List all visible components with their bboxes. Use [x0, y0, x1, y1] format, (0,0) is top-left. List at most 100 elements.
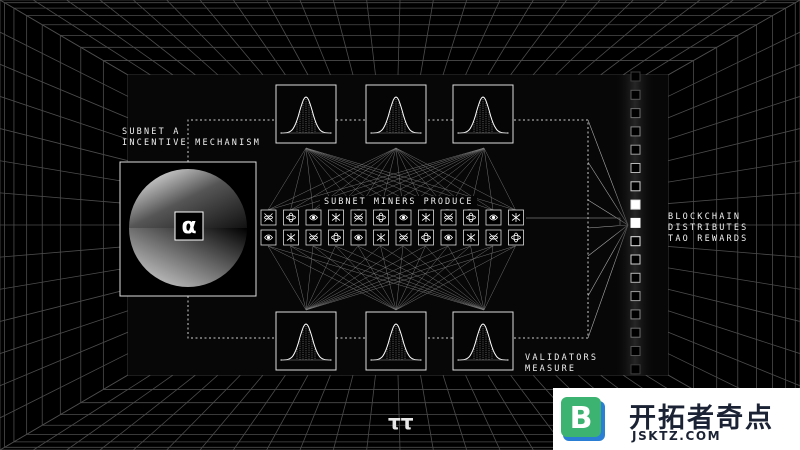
miner-output-tile	[283, 209, 299, 226]
output-pattern-icon	[264, 234, 274, 241]
miner-output-tile	[305, 229, 322, 246]
output-pattern-icon	[421, 213, 431, 222]
validator-box-bottom-1	[275, 311, 337, 371]
chain-label-line-1: BLOCKCHAIN	[668, 212, 742, 222]
validator-box-frame	[452, 84, 514, 144]
output-pattern-icon	[399, 233, 408, 242]
block-square-icon	[630, 126, 641, 137]
output-pattern-icon	[421, 232, 431, 243]
miner-output-tile	[418, 229, 434, 246]
miner-output-tile	[283, 229, 299, 246]
validators-label-line-1: VALIDATORS	[525, 353, 599, 363]
miner-output-tile	[395, 209, 412, 226]
block-square-icon	[630, 254, 641, 265]
watermark-badge-letter: B	[570, 401, 593, 436]
output-pattern-icon	[466, 233, 476, 242]
alpha-badge	[174, 211, 204, 241]
output-pattern-icon	[511, 213, 521, 222]
block-square-icon	[630, 236, 641, 247]
validator-box-bottom-2	[365, 311, 427, 371]
miner-output-tile	[463, 209, 479, 226]
watermark-url: JSKTZ.COM	[632, 429, 722, 443]
validator-box-frame	[275, 84, 337, 144]
bittensor-logo: ττ	[388, 410, 414, 434]
validator-box-frame	[452, 311, 514, 371]
bell-curve-icon	[457, 323, 509, 361]
validator-box-frame	[365, 84, 427, 144]
miner-tile-frame	[373, 209, 389, 226]
watermark-title: 开拓者奇点	[629, 403, 774, 434]
circle-bottom-half	[129, 228, 247, 287]
watermark-badge-icon: B	[561, 397, 605, 441]
output-pattern-icon	[309, 233, 318, 242]
output-pattern-icon	[309, 214, 319, 221]
block-square-icon	[630, 291, 641, 302]
output-pattern-icon	[444, 234, 454, 241]
subnet-label-line-1: SUBNET α	[122, 127, 181, 137]
miner-tile-frame	[328, 229, 344, 246]
miner-output-tile	[260, 229, 277, 246]
output-pattern-icon	[399, 214, 409, 221]
output-pattern-icon	[376, 233, 386, 242]
block-square-icon	[630, 163, 641, 173]
miner-output-tile	[350, 209, 367, 226]
block-square-icon	[630, 272, 641, 283]
block-square-icon	[630, 181, 641, 192]
block-square-icon	[630, 199, 641, 210]
output-pattern-icon	[331, 213, 341, 222]
miner-output-tile	[508, 229, 524, 246]
miner-output-tile	[373, 209, 389, 226]
validators-label-line-2: MEASURE	[525, 364, 577, 374]
validator-box-frame	[275, 311, 337, 371]
output-pattern-icon	[286, 233, 296, 242]
block-square-icon	[630, 217, 641, 228]
bell-curve-icon	[280, 323, 332, 361]
validators-measure-label: VALIDATORS MEASURE	[525, 353, 598, 375]
output-pattern-icon	[489, 214, 499, 221]
block-square-icon	[630, 364, 641, 375]
miners-produce-label: SUBNET MINERS PRODUCE	[320, 196, 478, 209]
miner-tile-frame	[463, 209, 479, 226]
output-pattern-icon	[466, 212, 476, 223]
subnet-label-line-2: INCENTIVE MECHANISM	[122, 138, 262, 148]
alpha-symbol: α	[181, 214, 196, 239]
block-square-icon	[630, 346, 641, 356]
output-pattern-icon	[489, 233, 498, 242]
chain-label-line-2: DISTRIBUTES	[668, 223, 749, 233]
validator-box-bottom-3	[452, 311, 514, 371]
block-square-icon	[630, 309, 641, 320]
validator-box-top-1	[275, 84, 337, 144]
output-pattern-icon	[511, 232, 521, 243]
miner-tile-frame	[283, 209, 299, 226]
bottom-dashed-connector	[187, 230, 589, 339]
block-square-icon	[630, 71, 641, 82]
output-pattern-icon	[376, 212, 386, 223]
miner-output-tile	[350, 229, 367, 246]
miner-output-tile	[418, 209, 434, 226]
block-square-icon	[630, 327, 641, 338]
output-pattern-icon	[444, 213, 453, 222]
watermark-banner: B 开拓者奇点 JSKTZ.COM	[553, 388, 800, 450]
blockchain-rewards-label: BLOCKCHAIN DISTRIBUTES TAO REWARDS	[668, 212, 749, 245]
block-square-icon	[630, 89, 641, 100]
bell-curve-icon	[370, 96, 422, 134]
output-pattern-icon	[286, 212, 296, 223]
validator-box-frame	[365, 311, 427, 371]
miner-output-tile	[463, 229, 479, 246]
top-dashed-connector	[187, 119, 589, 230]
miner-output-tile	[485, 229, 502, 246]
validator-box-top-2	[365, 84, 427, 144]
validator-box-top-3	[452, 84, 514, 144]
bell-curve-icon	[280, 96, 332, 134]
circle-top-half	[129, 169, 247, 228]
validator-miner-connections	[267, 147, 516, 311]
miner-tile-frame	[418, 229, 434, 246]
chain-label-line-3: TAO REWARDS	[668, 234, 749, 244]
output-pattern-icon	[354, 213, 363, 222]
output-pattern-icon	[354, 234, 364, 241]
block-square-icon	[630, 144, 641, 155]
subnet-incentive-label: SUBNET α INCENTIVE MECHANISM	[122, 127, 261, 149]
